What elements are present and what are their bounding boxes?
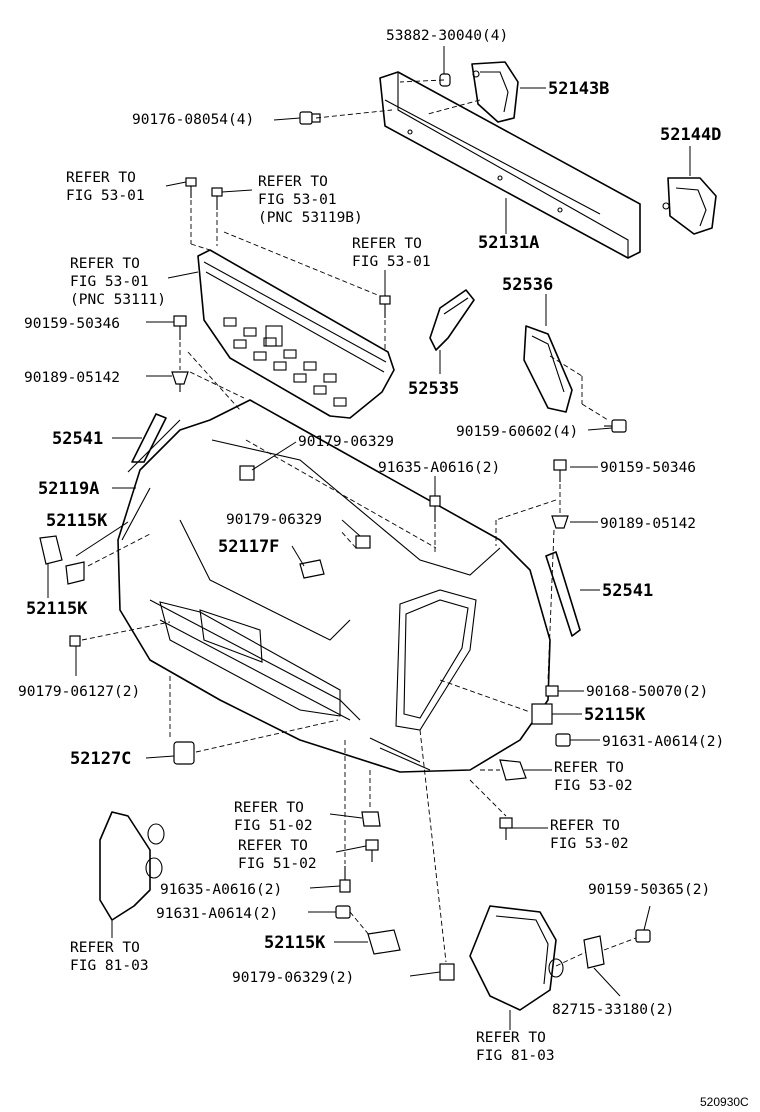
- cap-52127c: [173, 741, 195, 765]
- callout-52541-right: 52541: [602, 581, 653, 601]
- callout-refer-fig53-01-pnc53119b: REFER TO FIG 53-01 (PNC 53119B): [258, 174, 363, 226]
- bolt-grille-top-left: [185, 177, 197, 198]
- callout-refer-fig53-01-pnc53111: REFER TO FIG 53-01 (PNC 53111): [70, 256, 166, 308]
- bracket-52115k-right: [531, 703, 553, 725]
- bolt-91631-a0614-right: [555, 733, 571, 747]
- callout-90179-06127: 90179-06127(2): [18, 684, 140, 700]
- bracket-52536: [523, 325, 573, 413]
- callout-52115k-lower: 52115K: [264, 933, 326, 953]
- callout-91635-a0616-lower: 91635-A0616(2): [160, 882, 282, 898]
- bracket-fig53-02-upper: [499, 759, 527, 781]
- callout-refer-fig81-03-left: REFER TO FIG 81-03: [70, 940, 149, 974]
- assembly-dashed-lines: [81, 79, 637, 967]
- callout-52115k-lower-left: 52115K: [26, 599, 88, 619]
- callout-52119a: 52119A: [38, 479, 99, 499]
- bolt-90159-50346-left: [173, 315, 187, 340]
- callout-52541-left: 52541: [52, 429, 103, 449]
- bracket-52115k-lower: [367, 929, 401, 955]
- bracket-52115k-left: [39, 535, 85, 585]
- callout-refer-fig51-02-lower: REFER TO FIG 51-02: [238, 838, 317, 872]
- callout-52115k-right: 52115K: [584, 705, 646, 725]
- front-bumper-cover: [117, 399, 551, 773]
- callout-90179-06329-upper: 90179-06329: [298, 434, 394, 450]
- bumper-reinforcement: [379, 71, 641, 259]
- callout-90159-50346-left: 90159-50346: [24, 316, 120, 332]
- callout-52535: 52535: [408, 379, 459, 399]
- screw-grille-top: [211, 187, 223, 210]
- bolt-90159-50346-right: [553, 459, 567, 482]
- callout-90176-08054: 90176-08054(4): [132, 112, 254, 128]
- fog-lamp-right: [469, 905, 564, 1011]
- turn-signal-lamp-left: [99, 811, 165, 921]
- bolt-grille-right: [379, 295, 391, 318]
- part-labels: 53882-30040(4) 52143B 90176-08054(4) 521…: [18, 28, 749, 1109]
- callout-91631-a0614-lower: 91631-A0614(2): [156, 906, 278, 922]
- leader-lines: [47, 46, 691, 1030]
- callout-82715-33180: 82715-33180(2): [552, 1002, 674, 1018]
- bolt-90159-60602: [604, 419, 627, 433]
- bolt-fig53-02-lower: [499, 817, 513, 840]
- retainer-90179-06329-lower: [439, 963, 455, 981]
- callout-52117f: 52117F: [218, 537, 279, 557]
- callout-90159-60602: 90159-60602(4): [456, 424, 578, 440]
- callout-53882-30040: 53882-30040(4): [386, 28, 508, 44]
- retainer-90179-06329-mid: [355, 535, 371, 549]
- callout-90159-50346-right: 90159-50346: [600, 460, 696, 476]
- bolt-91631-a0614-lower: [335, 905, 351, 919]
- callout-refer-fig53-02-lower: REFER TO FIG 53-02: [550, 818, 629, 852]
- callout-91631-a0614-right: 91631-A0614(2): [602, 734, 724, 750]
- bracket-52143b: [471, 61, 519, 123]
- bracket-52117f: [299, 559, 325, 579]
- clip-90179-06127: [69, 635, 81, 647]
- bolt-90159-50365: [635, 929, 651, 943]
- bolt-91635-a0616-lower: [339, 866, 351, 893]
- callout-90179-06329-lower: 90179-06329(2): [232, 970, 354, 986]
- bracket-52144d: [662, 177, 717, 235]
- callout-52127c: 52127C: [70, 749, 131, 769]
- callout-90159-50365: 90159-50365(2): [588, 882, 710, 898]
- callout-52144d: 52144D: [660, 125, 721, 145]
- callout-refer-fig53-02-upper: REFER TO FIG 53-02: [554, 760, 633, 794]
- bracket-82715: [583, 935, 605, 969]
- callout-refer-fig81-03-right: REFER TO FIG 81-03: [476, 1030, 555, 1064]
- callout-91635-a0616-upper: 91635-A0616(2): [378, 460, 500, 476]
- callout-52115k-upper-left: 52115K: [46, 511, 108, 531]
- callout-refer-fig53-01-a: REFER TO FIG 53-01: [66, 170, 145, 204]
- callout-90168-50070: 90168-50070(2): [586, 684, 708, 700]
- fender-liner-right: [545, 551, 581, 637]
- fender-liner-left: [131, 413, 167, 463]
- callout-refer-fig53-01-b: REFER TO FIG 53-01: [352, 236, 431, 270]
- callout-refer-fig51-02-upper: REFER TO FIG 51-02: [234, 800, 313, 834]
- bolt-fig51-02-lower: [365, 839, 379, 862]
- callout-52536: 52536: [502, 275, 553, 295]
- radiator-grille: [197, 249, 395, 419]
- callout-90189-05142-right: 90189-05142: [600, 516, 696, 532]
- callout-90179-06329-mid: 90179-06329: [226, 512, 322, 528]
- bracket-fig51-02-upper: [361, 811, 381, 827]
- bolt-90168-50070: [545, 685, 559, 697]
- clip-90189-05142-left: [171, 371, 189, 392]
- retainer-90179-06329-upper: [239, 465, 255, 481]
- callout-52143b: 52143B: [548, 79, 609, 99]
- callout-52131a: 52131A: [478, 233, 539, 253]
- callout-90189-05142-left: 90189-05142: [24, 370, 120, 386]
- clip-90189-05142-right: [551, 515, 569, 529]
- drawing-code: 520930C: [700, 1095, 749, 1109]
- bracket-52535: [429, 289, 475, 351]
